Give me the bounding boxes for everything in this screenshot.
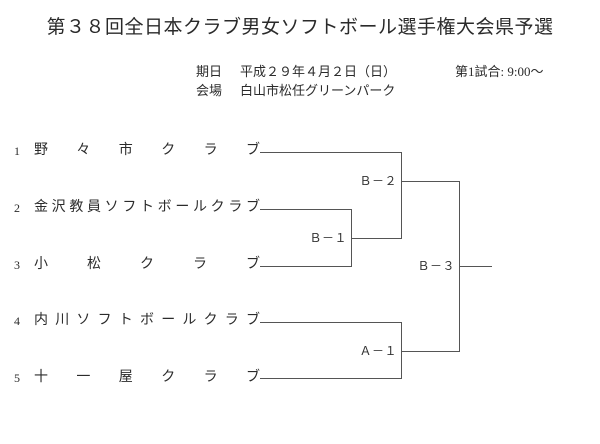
match-label-b2-text: Ｂ－２ xyxy=(359,174,397,188)
event-venue-value: 白山市松任グリーンパーク xyxy=(240,83,396,98)
bracket-line-team1 xyxy=(260,152,401,153)
team-seed: 5 xyxy=(14,371,20,385)
bracket-line-b2-winner xyxy=(401,181,459,182)
event-venue-row: 会場 白山市松任グリーンパーク xyxy=(196,81,396,100)
team-name: 内川ソフトボールクラブ xyxy=(34,313,260,328)
first-game-time: 第1試合: 9:00〜 xyxy=(455,64,544,79)
bracket-joiner-a1 xyxy=(401,322,402,379)
match-label-a1-text: Ａ－１ xyxy=(359,344,397,358)
team-seed: 1 xyxy=(14,144,20,158)
team-name: 小松クラブ xyxy=(34,257,260,272)
team-name: 野々市クラブ xyxy=(34,143,260,158)
match-label-b1-text: Ｂ－１ xyxy=(309,231,347,245)
bracket-line-team3 xyxy=(260,266,351,267)
event-details: 期日 平成２９年４月２日（日） 会場 白山市松任グリーンパーク xyxy=(196,62,396,100)
event-venue-label: 会場 xyxy=(196,83,223,98)
bracket-line-b1-winner xyxy=(351,238,401,239)
team-name: 十一屋クラブ xyxy=(34,370,260,385)
bracket-line-team2 xyxy=(260,209,351,210)
team-seed: 2 xyxy=(14,201,20,215)
match-label-b3: Ｂ－３ xyxy=(411,259,455,273)
match-label-b3-text: Ｂ－３ xyxy=(417,259,455,273)
page-title: 第３８回全日本クラブ男女ソフトボール選手権大会県予選 xyxy=(46,17,554,38)
bracket-line-a1-winner xyxy=(401,351,459,352)
event-date-row: 期日 平成２９年４月２日（日） xyxy=(196,62,396,81)
match-label-a1: Ａ－１ xyxy=(353,344,397,358)
bracket-joiner-b2 xyxy=(401,152,402,239)
team-name: 金沢教員ソフトボールクラブ xyxy=(34,200,260,215)
team-seed: 3 xyxy=(14,258,20,272)
event-date-label: 期日 xyxy=(196,64,223,79)
bracket-line-champion xyxy=(459,266,492,267)
bracket-line-team4 xyxy=(260,322,401,323)
match-label-b1: Ｂ－１ xyxy=(303,231,347,245)
event-date-value: 平成２９年４月２日（日） xyxy=(240,64,397,79)
match-label-b2: Ｂ－２ xyxy=(353,174,397,188)
bracket-line-team5 xyxy=(260,378,401,379)
team-seed: 4 xyxy=(14,314,20,328)
